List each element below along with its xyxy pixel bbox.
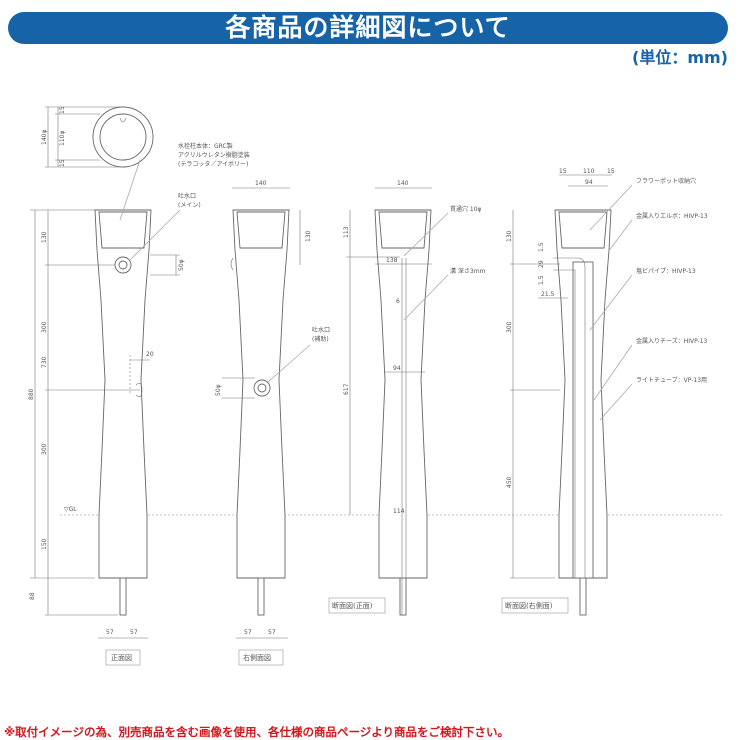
svg-text:130: 130 xyxy=(41,231,48,243)
svg-text:57: 57 xyxy=(268,629,276,636)
svg-text:29: 29 xyxy=(538,260,545,268)
svg-text:6: 6 xyxy=(396,298,400,305)
svg-text:21.5: 21.5 xyxy=(541,291,555,298)
svg-text:94: 94 xyxy=(393,365,401,372)
svg-text:880: 880 xyxy=(28,388,35,400)
flower-pot-cavity xyxy=(558,211,608,249)
svg-text:150: 150 xyxy=(41,538,48,550)
flower-pot-cavity xyxy=(378,211,428,249)
svg-text:450: 450 xyxy=(506,476,513,488)
svg-text:730: 730 xyxy=(41,356,48,368)
svg-text:50φ: 50φ xyxy=(215,384,222,396)
svg-text:ライトチューブ：VP-13用: ライトチューブ：VP-13用 xyxy=(636,376,707,384)
supply-pipe xyxy=(579,577,587,616)
svg-text:110φ: 110φ xyxy=(59,131,66,146)
caption-section-side: 断面図(右側面) xyxy=(505,601,553,610)
elbow-pipe xyxy=(553,257,586,578)
caption-section-front: 断面図(正面) xyxy=(332,601,373,610)
svg-text:300: 300 xyxy=(506,321,513,333)
side-view: 140 130 50φ 吐水口 (補助) 57 57 右側面図 xyxy=(215,180,330,666)
flower-pot-cavity xyxy=(236,211,286,249)
svg-text:吐水口: 吐水口 xyxy=(178,192,196,200)
svg-text:吐水口: 吐水口 xyxy=(312,326,330,334)
svg-text:(補助): (補助) xyxy=(312,335,329,343)
svg-text:300: 300 xyxy=(41,443,48,455)
section-side-view: 15 110 15 94 130 300 450 1.5 29 1.5 21.5… xyxy=(501,168,708,614)
svg-text:88: 88 xyxy=(29,592,36,600)
footer-note: ※取付イメージの為、別売商品を含む画像を使用、各仕様の商品ページより商品をご検討… xyxy=(4,725,509,739)
svg-text:塩ビパイプ：HIVP-13: 塩ビパイプ：HIVP-13 xyxy=(636,267,696,275)
svg-text:(テラコッタ／アイボリー): (テラコッタ／アイボリー) xyxy=(178,160,248,168)
svg-text:1.5: 1.5 xyxy=(538,275,545,285)
gl-label: ▽GL xyxy=(64,506,77,513)
svg-text:15: 15 xyxy=(607,168,615,175)
top-view: 140φ 15 110φ 15 xyxy=(41,106,154,168)
svg-text:130: 130 xyxy=(506,230,513,242)
section-front-body xyxy=(374,209,432,579)
svg-text:140: 140 xyxy=(397,180,409,187)
supply-pipe xyxy=(119,577,127,616)
svg-text:50φ: 50φ xyxy=(178,259,185,271)
svg-text:140: 140 xyxy=(255,180,267,187)
page-title: 各商品の詳細図について xyxy=(8,12,728,44)
svg-text:130: 130 xyxy=(305,230,312,242)
svg-text:617: 617 xyxy=(343,383,350,395)
unit-label: (単位：mm) xyxy=(632,48,728,67)
svg-text:57: 57 xyxy=(244,629,252,636)
caption-front-view: 正面図 xyxy=(111,654,132,662)
svg-text:15: 15 xyxy=(59,159,66,167)
front-view-body xyxy=(94,209,152,579)
svg-text:57: 57 xyxy=(106,629,114,636)
svg-text:113: 113 xyxy=(343,226,350,238)
svg-text:57: 57 xyxy=(130,629,138,636)
svg-text:金属入りエルボ：HIVP-13: 金属入りエルボ：HIVP-13 xyxy=(636,212,708,220)
svg-text:フラワーポット収納穴: フラワーポット収納穴 xyxy=(636,177,696,185)
svg-text:溝 深さ3mm: 溝 深さ3mm xyxy=(450,267,486,275)
svg-text:114: 114 xyxy=(393,508,405,515)
svg-text:金属入りチーズ：HIVP-13: 金属入りチーズ：HIVP-13 xyxy=(636,337,708,345)
svg-text:138: 138 xyxy=(386,257,398,264)
svg-text:(メイン): (メイン) xyxy=(178,202,201,209)
svg-text:94: 94 xyxy=(585,179,593,186)
svg-text:1.5: 1.5 xyxy=(538,242,545,252)
svg-text:アクリルウレタン樹脂塗装: アクリルウレタン樹脂塗装 xyxy=(178,151,250,159)
svg-text:140φ: 140φ xyxy=(41,130,48,145)
inner-pipe-channel xyxy=(572,261,594,579)
svg-text:20: 20 xyxy=(146,351,154,358)
svg-text:水栓柱本体：GRC製: 水栓柱本体：GRC製 xyxy=(178,142,233,150)
section-front-view: 140 113 617 138 6 94 114 貫通穴 10φ 溝 深さ3mm… xyxy=(328,180,486,615)
svg-text:15: 15 xyxy=(59,106,66,114)
caption-side-view: 右側面図 xyxy=(243,653,271,662)
svg-text:110: 110 xyxy=(583,168,595,175)
svg-text:300: 300 xyxy=(41,321,48,333)
svg-text:貫通穴 10φ: 貫通穴 10φ xyxy=(450,205,482,213)
front-view: 880 130 300 730 300 150 88 50φ 20 水栓柱本体：… xyxy=(28,142,250,666)
supply-pipe xyxy=(257,577,265,616)
supply-pipe xyxy=(399,577,407,616)
flower-pot-cavity xyxy=(98,211,148,249)
svg-text:15: 15 xyxy=(559,168,567,175)
